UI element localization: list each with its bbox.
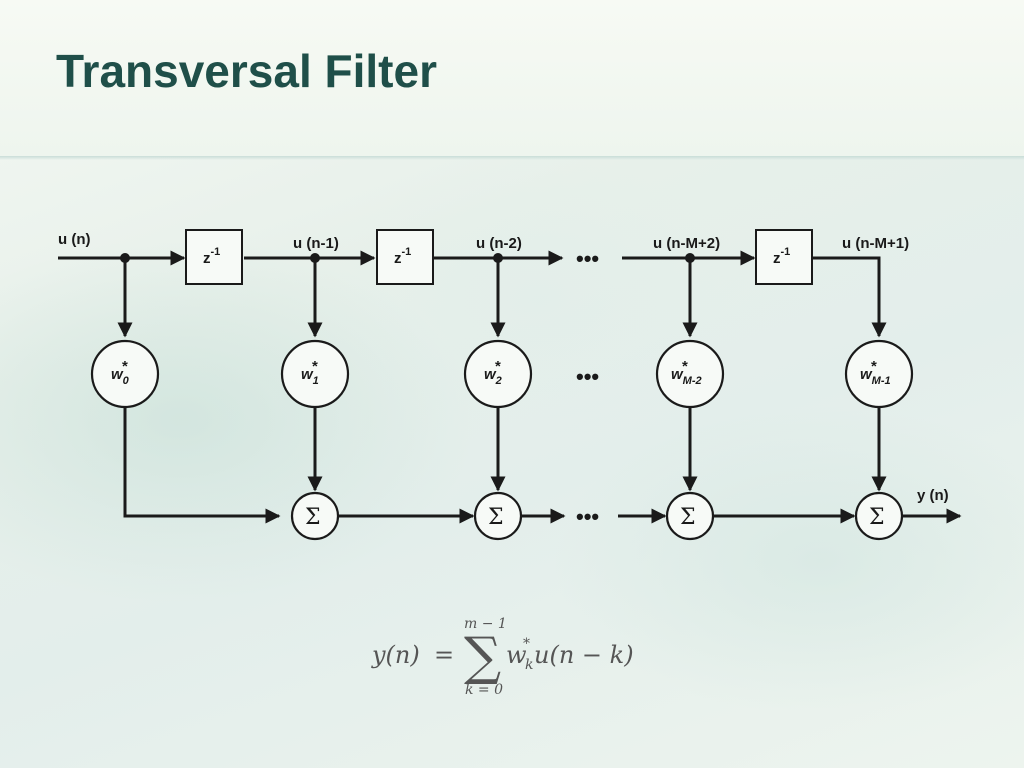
delay-element: z-1 [185, 229, 243, 285]
equation-lower-limit: k = 0 [465, 682, 503, 698]
weight-node: w1 * [280, 339, 350, 409]
svg-text:w1: w1 [301, 366, 319, 387]
weight-conjugate-mark: * [122, 358, 128, 375]
ellipsis: ••• [576, 504, 599, 529]
summation-node: Σ [665, 491, 715, 541]
equation-equals: = [434, 641, 454, 669]
output-label: y (n) [917, 487, 949, 504]
weight-conjugate-mark: * [312, 358, 318, 375]
equation-sum-symbol: ∑ [464, 627, 501, 687]
weight-base: w [671, 366, 684, 383]
weight-node: wM-1 * [844, 339, 914, 409]
weight-node: wM-2 * [655, 339, 725, 409]
sum-symbol: Σ [680, 505, 696, 530]
weight-base: w [301, 366, 314, 383]
delay-exponent: -1 [781, 246, 791, 258]
summation-node: Σ [290, 491, 340, 541]
sum-symbol: Σ [305, 505, 321, 530]
delay-exponent: -1 [402, 246, 412, 258]
title-band [0, 0, 1024, 156]
weight-subscript: 1 [313, 375, 319, 387]
delay-element: z-1 [376, 229, 434, 285]
weight-base: w [860, 366, 873, 383]
sum-symbol: Σ [869, 505, 885, 530]
equation-upper-limit: m − 1 [464, 616, 507, 632]
input-label: u (n) [58, 231, 90, 248]
equation-term: u(n − k) [534, 641, 634, 669]
weight-subscript: M-1 [872, 375, 891, 387]
weight-base: w [111, 366, 124, 383]
weight-base: w [484, 366, 497, 383]
weight-node: w2 * [463, 339, 533, 409]
title-divider [0, 156, 1024, 160]
equation-weight: w [506, 641, 527, 669]
slide-title: Transversal Filter [56, 45, 437, 97]
delay-exponent: -1 [211, 246, 221, 258]
weight-node: w0 * [90, 339, 160, 409]
delay-label: z [773, 250, 781, 267]
tap-label: u (n-M+2) [653, 235, 720, 252]
ellipsis: ••• [576, 246, 599, 271]
equation-weight-subscript: k [525, 657, 533, 673]
weight-subscript: 0 [123, 375, 130, 387]
svg-text:z-1: z-1 [394, 246, 411, 267]
filter-equation: y(n) = ∑ m − 1 k = 0 w k * u(n − k) [371, 616, 634, 698]
tap-label: u (n-M+1) [842, 235, 909, 252]
equation-lhs: y(n) [371, 641, 420, 669]
weight-conjugate-mark: * [495, 358, 501, 375]
equation-weight-conjugate: * [523, 636, 530, 652]
tap-label: u (n-2) [476, 235, 522, 252]
summation-node: Σ [854, 491, 904, 541]
weight-subscript: 2 [495, 375, 502, 387]
tap-label: u (n-1) [293, 235, 339, 252]
svg-text:z-1: z-1 [773, 246, 790, 267]
summation-node: Σ [473, 491, 523, 541]
svg-text:w0: w0 [111, 366, 130, 387]
svg-text:w2: w2 [484, 366, 502, 387]
delay-label: z [203, 250, 211, 267]
ellipsis: ••• [576, 364, 599, 389]
weight-conjugate-mark: * [682, 358, 688, 375]
svg-text:wM-1: wM-1 [860, 366, 891, 387]
delay-label: z [394, 250, 402, 267]
sum-symbol: Σ [488, 505, 504, 530]
svg-text:wM-2: wM-2 [671, 366, 702, 387]
weight-conjugate-mark: * [871, 358, 877, 375]
weight-subscript: M-2 [683, 375, 702, 387]
delay-element: z-1 [755, 229, 813, 285]
svg-text:z-1: z-1 [203, 246, 220, 267]
